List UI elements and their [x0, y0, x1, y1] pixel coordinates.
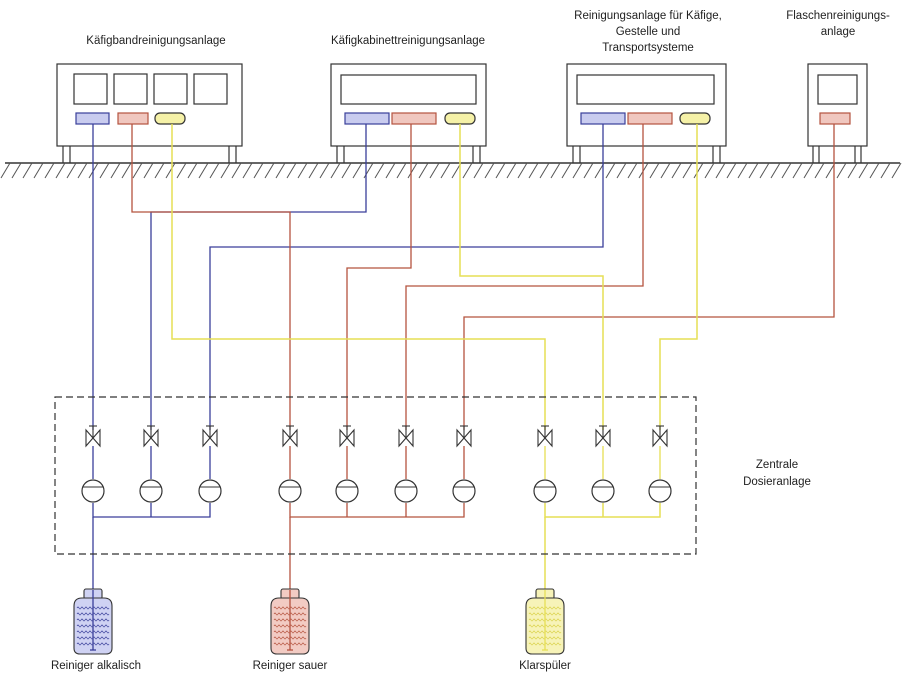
pipes-alkaline [92, 124, 604, 636]
nozzle-acid [819, 112, 851, 125]
tank-icon [73, 588, 113, 655]
machine-title-line: Käfigbandreinigungsanlage [86, 35, 225, 47]
pump-icon [648, 479, 672, 503]
gate-valve-icon [537, 425, 553, 448]
machine-title-line: Transportsysteme [602, 42, 694, 54]
nozzle-rinse [444, 112, 476, 125]
machine-title-kaefigkabinett: Käfigkabinettreinigungsanlage [331, 35, 485, 47]
gate-valve-icon [595, 425, 611, 448]
pipes-acid [131, 124, 835, 636]
central-dosing-title-line: Zentrale [756, 459, 798, 471]
pump-icon [533, 479, 557, 503]
pump-icon [139, 479, 163, 503]
pump-icon [335, 479, 359, 503]
nozzle-alkaline [75, 112, 110, 125]
gate-valve-icon [202, 425, 218, 448]
nozzle-acid [117, 112, 149, 125]
tank-label-alkalisch: Reiniger alkalisch [51, 660, 141, 672]
machine-title-line: Käfigkabinettreinigungsanlage [331, 35, 485, 47]
gate-valve-icon [282, 425, 298, 448]
central-dosing-frame [54, 396, 697, 555]
gate-valve-icon [85, 425, 101, 448]
machine-title-line: Reinigungsanlage für Käfige, [574, 10, 722, 22]
nozzle-rinse [679, 112, 711, 125]
central-dosing-title: Zentrale Dosieranlage [743, 459, 811, 488]
pump-icon [591, 479, 615, 503]
nozzle-acid [627, 112, 673, 125]
machine-kaefigkabinett [330, 63, 487, 163]
tank-label-sauer: Reiniger sauer [253, 660, 328, 672]
gate-valve-icon [456, 425, 472, 448]
machine-title-line: Flaschenreinigungs- [786, 10, 890, 22]
machine-reinigungsanlage [566, 63, 727, 163]
gate-valve-icon [398, 425, 414, 448]
machine-title-flaschen: Flaschenreinigungs- anlage [786, 10, 890, 38]
nozzle-alkaline [580, 112, 626, 125]
nozzle-acid [391, 112, 437, 125]
central-dosing-title-line: Dosieranlage [743, 476, 811, 488]
gate-valve-icon [339, 425, 355, 448]
nozzle-rinse [154, 112, 186, 125]
tank-icon [270, 588, 310, 655]
machine-kaefigband [56, 63, 243, 163]
pump-icon [81, 479, 105, 503]
machine-title-line: anlage [821, 26, 856, 38]
pipes-rinse [171, 124, 698, 636]
ground-hatch-icon [0, 162, 902, 179]
nozzle-alkaline [344, 112, 390, 125]
pump-icon [394, 479, 418, 503]
pump-icon [452, 479, 476, 503]
pump-icon [198, 479, 222, 503]
machine-flaschen [807, 63, 868, 163]
machine-title-reinigungsanlage: Reinigungsanlage für Käfige, Gestelle un… [574, 10, 722, 54]
gate-valve-icon [652, 425, 668, 448]
tank-label-klarspueler: Klarspüler [519, 660, 571, 672]
pump-icon [278, 479, 302, 503]
gate-valve-icon [143, 425, 159, 448]
tank-icon [525, 588, 565, 655]
machine-title-line: Gestelle und [616, 26, 681, 38]
machine-title-kaefigband: Käfigbandreinigungsanlage [86, 35, 225, 47]
